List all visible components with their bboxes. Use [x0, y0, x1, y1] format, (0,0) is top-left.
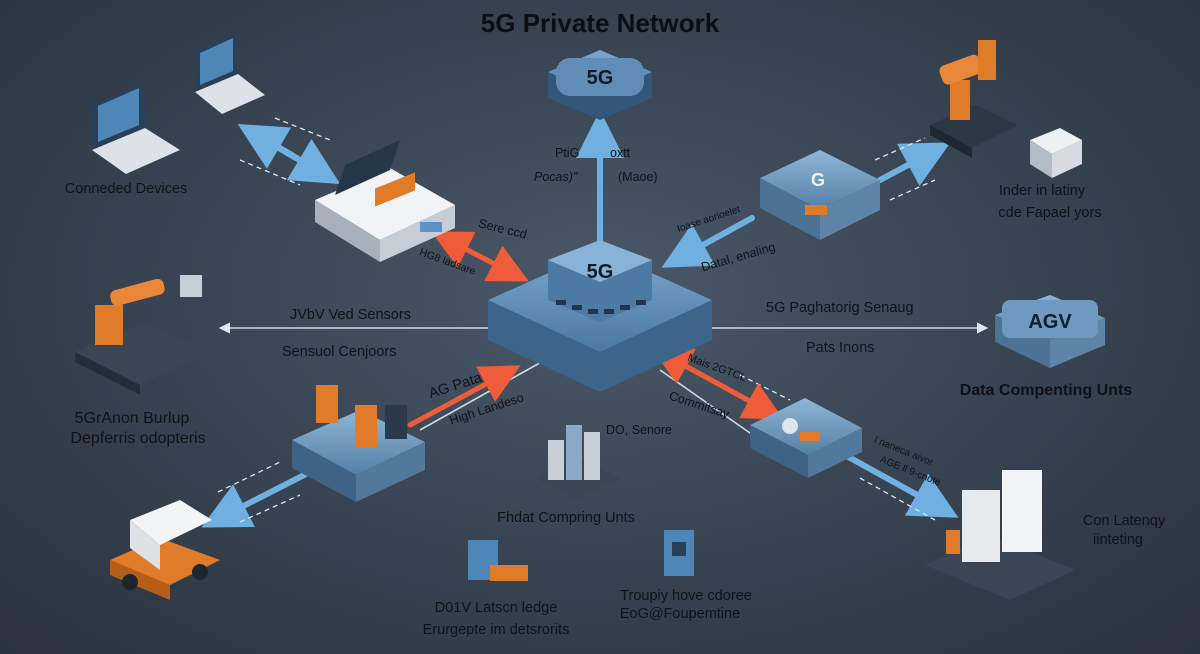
- page-title: 5G Private Network: [480, 8, 720, 38]
- label-data-computing: Data Compenting Unts: [959, 382, 1133, 399]
- label-robot-1: 5GrAnon Burlup: [74, 410, 190, 427]
- label-top-link-left-1: PtiG: [555, 146, 580, 160]
- label-agv-link-1: 5G Paghatorig Senaug: [766, 300, 914, 316]
- robot-arm-icon[interactable]: [930, 40, 1018, 158]
- laptop-icon[interactable]: [92, 82, 180, 174]
- gateway-device[interactable]: G: [760, 150, 880, 240]
- label-bottom-right-1: Troupiy hove cdoree: [620, 588, 752, 604]
- blue-arrows: [201, 110, 959, 528]
- server-tower-icon[interactable]: [535, 425, 620, 500]
- server-rack-icon[interactable]: [1030, 128, 1082, 178]
- bottom-left-device[interactable]: [468, 540, 528, 581]
- dashed-guides: [217, 117, 936, 523]
- agv-label: AGV: [1028, 311, 1072, 333]
- robot-platform[interactable]: [292, 385, 425, 502]
- label-top-link-left-2: Pocas)": [534, 170, 578, 184]
- top-5g-node[interactable]: 5G: [548, 50, 652, 120]
- label-sensors-2: Sensuol Cenjoors: [282, 344, 397, 360]
- label-low-latency-1: Con Latenqy: [1082, 513, 1166, 529]
- label-sensors-1: JVbV Ved Sensors: [290, 307, 411, 323]
- label-bottom-left-1: D01V Latscn ledge: [434, 600, 558, 616]
- agv-device[interactable]: AGV: [995, 295, 1105, 368]
- gateway-label: G: [811, 170, 825, 190]
- low-latency-cabinet[interactable]: [925, 470, 1075, 600]
- laptop-icon-2[interactable]: [195, 32, 265, 114]
- label-edge-computing: Fhdat Compring Unts: [497, 510, 635, 526]
- compute-server[interactable]: [750, 398, 862, 478]
- edge-device[interactable]: [315, 140, 455, 262]
- label-low-latency-2: iinteting: [1093, 532, 1143, 548]
- label-robot-2: Depferris odopteris: [70, 430, 206, 447]
- arrow-robot-to-hub: [407, 365, 521, 428]
- hub-node-label: 5G: [587, 261, 614, 283]
- label-industrial-2: cde Fapael yors: [998, 205, 1102, 221]
- red-arrows: [407, 231, 784, 428]
- label-bottom-left-2: Erurgepte im detsrorits: [422, 622, 570, 638]
- sensor-robot-icon[interactable]: [75, 275, 210, 395]
- label-industrial-1: Inder in latiny: [998, 183, 1086, 199]
- gear-icon: [782, 418, 798, 434]
- label-connected-devices: Conneded Devices: [64, 181, 188, 197]
- arrow-robot-to-truck: [201, 469, 313, 528]
- arrow-server-to-lowlat: [842, 452, 959, 518]
- top-node-face: [556, 58, 644, 96]
- truck-icon[interactable]: [110, 500, 220, 600]
- label-agv-link-2: Pats Inons: [806, 340, 875, 356]
- hub-5g-node[interactable]: 5G: [488, 240, 712, 392]
- bottom-right-device[interactable]: [664, 530, 694, 576]
- label-server: DO, Senore: [606, 423, 673, 437]
- arrow-gateway-to-robot: [877, 142, 951, 187]
- arrow-gateway-to-hub: [661, 215, 755, 268]
- label-top-link-right-1: oxtt: [610, 146, 631, 160]
- label-bottom-right-2: EoG@Foupemtine: [619, 606, 741, 622]
- top-node-label: 5G: [587, 67, 614, 89]
- label-top-link-right-2: (Maoe): [618, 170, 658, 184]
